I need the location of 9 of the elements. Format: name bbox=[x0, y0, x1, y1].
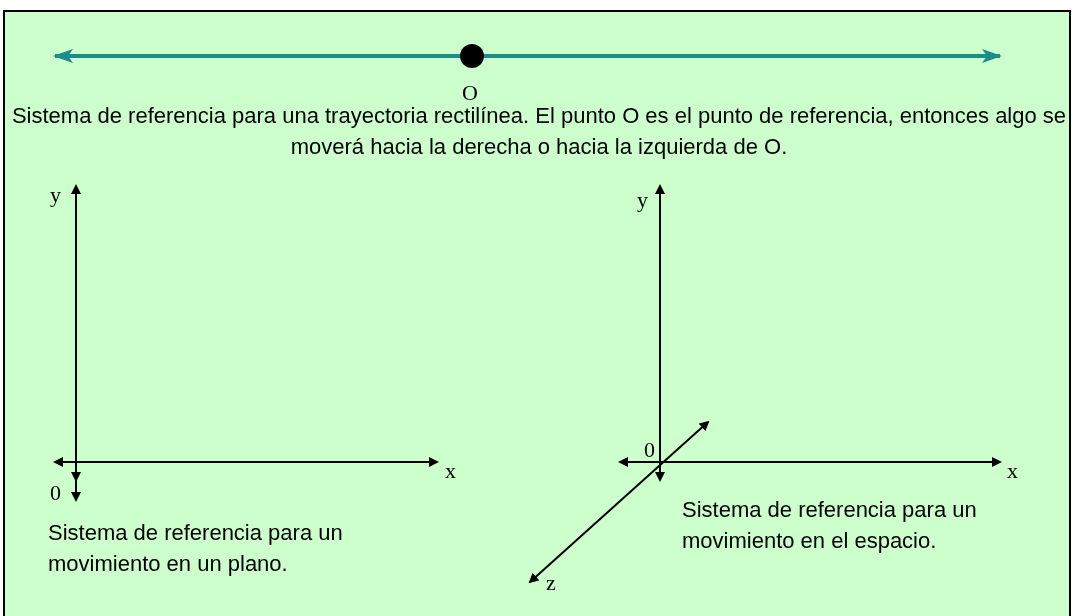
axis-label: x bbox=[445, 457, 456, 485]
axis-label: 0 bbox=[644, 436, 655, 464]
axis-label: z bbox=[546, 569, 556, 597]
axis-label: y bbox=[50, 181, 61, 209]
axis-label: y bbox=[637, 186, 648, 214]
caption-text: Sistema de referencia para un movimiento en el espacio. bbox=[682, 496, 978, 555]
axis-label: 0 bbox=[50, 479, 61, 507]
caption-text: Sistema de referencia para un movimiento en un plano. bbox=[48, 519, 344, 578]
axis-label: x bbox=[1007, 457, 1018, 485]
